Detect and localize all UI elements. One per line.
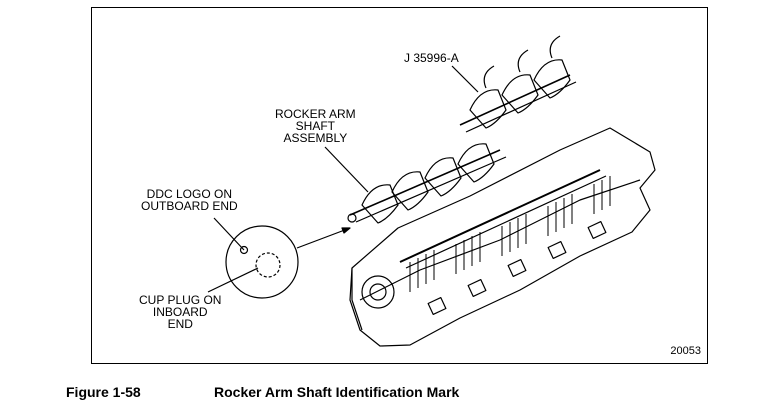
magnifier-circle xyxy=(225,225,299,299)
tool-hook xyxy=(483,35,561,89)
figure-frame: 20053 xyxy=(91,7,708,364)
leader-rocker-shaft xyxy=(324,146,369,193)
leader-cup-plug xyxy=(207,267,259,293)
cup-plug-line-2: INBOARD xyxy=(152,305,208,319)
logo-line-2: OUTBOARD END xyxy=(141,199,238,213)
cylinder-head-outline xyxy=(349,127,656,347)
figure-title: Rocker Arm Shaft Identification Mark xyxy=(214,384,460,400)
cup-plug-callout: CUP PLUG ON INBOARD END xyxy=(139,294,221,330)
leader-logo xyxy=(213,217,245,251)
tool-callout: J 35996-A xyxy=(404,52,459,64)
side-ports xyxy=(427,221,607,315)
front-cover-boss xyxy=(361,275,395,309)
leader-magnifier xyxy=(296,227,351,249)
cup-plug-line-3: END xyxy=(167,317,193,331)
ddc-logo-mark xyxy=(239,245,249,255)
rocker-shaft-line-2: SHAFT xyxy=(295,119,336,133)
rocker-arm-shaft-assembly xyxy=(347,143,507,224)
cup-plug-line-1: CUP PLUG ON xyxy=(139,293,222,307)
rocker-shaft-line-1: ROCKER ARM xyxy=(275,107,356,121)
figure-number: Figure 1-58 xyxy=(66,384,141,400)
drawing-number: 20053 xyxy=(670,345,701,357)
upper-rocker-assembly xyxy=(459,35,577,133)
rocker-shaft-callout: ROCKER ARM SHAFT ASSEMBLY xyxy=(275,108,356,144)
valve-spring-row xyxy=(409,176,611,292)
tool-label: J 35996-A xyxy=(404,51,459,65)
leader-tool xyxy=(451,65,479,93)
cylinder-head-deck xyxy=(359,179,641,301)
rocker-shaft-line-3: ASSEMBLY xyxy=(283,131,348,145)
cup-plug-mark xyxy=(255,252,281,278)
cylinder-head-front xyxy=(351,268,363,331)
camshaft xyxy=(399,169,601,263)
logo-callout: DDC LOGO ON OUTBOARD END xyxy=(141,188,238,212)
logo-line-1: DDC LOGO ON xyxy=(146,187,233,201)
